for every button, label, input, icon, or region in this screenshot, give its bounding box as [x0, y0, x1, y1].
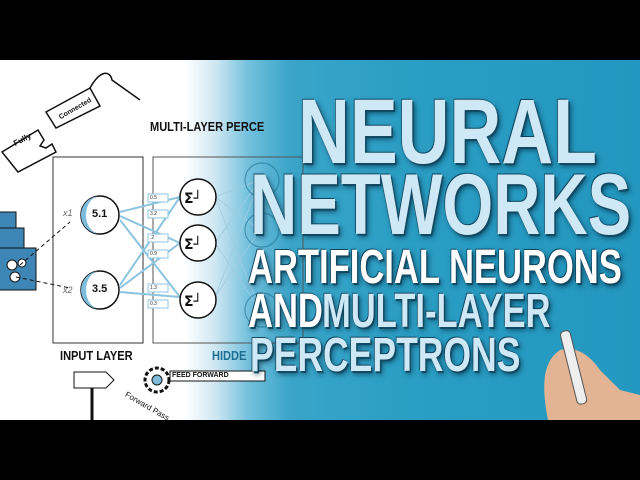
input-x2-label: x2 [63, 285, 73, 295]
weight-label: 0.9 [150, 251, 157, 257]
svg-text:Σ┘: Σ┘ [184, 190, 202, 207]
signpost-icon [73, 371, 115, 389]
weight-label: 0.5 [150, 195, 157, 201]
title-line-networks: NETWORKS [250, 157, 632, 253]
puzzle-fully-icon [0, 128, 57, 173]
svg-text:Σ┘: Σ┘ [184, 236, 202, 253]
diagram-drawing: Σ┘ Σ┘ Σ┘ [0, 72, 304, 420]
puzzle-connected-icon [44, 72, 141, 129]
input-value-1: 5.1 [92, 208, 108, 220]
subtitle-multi-layer: MULTI-LAYER [322, 285, 551, 338]
title-line-neural: NEURAL [298, 81, 597, 183]
weight-label: .2 [150, 235, 155, 241]
input-layer-box [52, 156, 144, 344]
hidden-layer-label: HIDDE [212, 348, 247, 363]
weight-label: 0.3 [150, 301, 157, 307]
feed-forward-label: FEED FORWARD [172, 372, 229, 379]
thumbnail: Σ┘Σ┘Σ┘ 0.5 3.2 .2 0.9 1.3 0.3 Fully Conn… [0, 60, 640, 420]
subtitle-artificial-neurons: ARTIFICIAL NEURONS [248, 241, 622, 294]
diagram-heading: MULTI-LAYER PERCE [150, 119, 265, 134]
input-value-2: 3.5 [92, 283, 108, 295]
subtitle-perceptrons: PERCEPTRONS [250, 329, 521, 382]
input-layer-label: INPUT LAYER [60, 348, 133, 363]
sum-step-neurons [179, 178, 217, 319]
subtitle-and: AND [248, 285, 323, 338]
weight-label: 3.2 [150, 211, 157, 217]
svg-text:Σ┘: Σ┘ [184, 293, 202, 310]
input-x1-label: x1 [63, 208, 73, 218]
data-stack-icon [0, 211, 37, 291]
weight-label: 1.3 [150, 285, 157, 291]
